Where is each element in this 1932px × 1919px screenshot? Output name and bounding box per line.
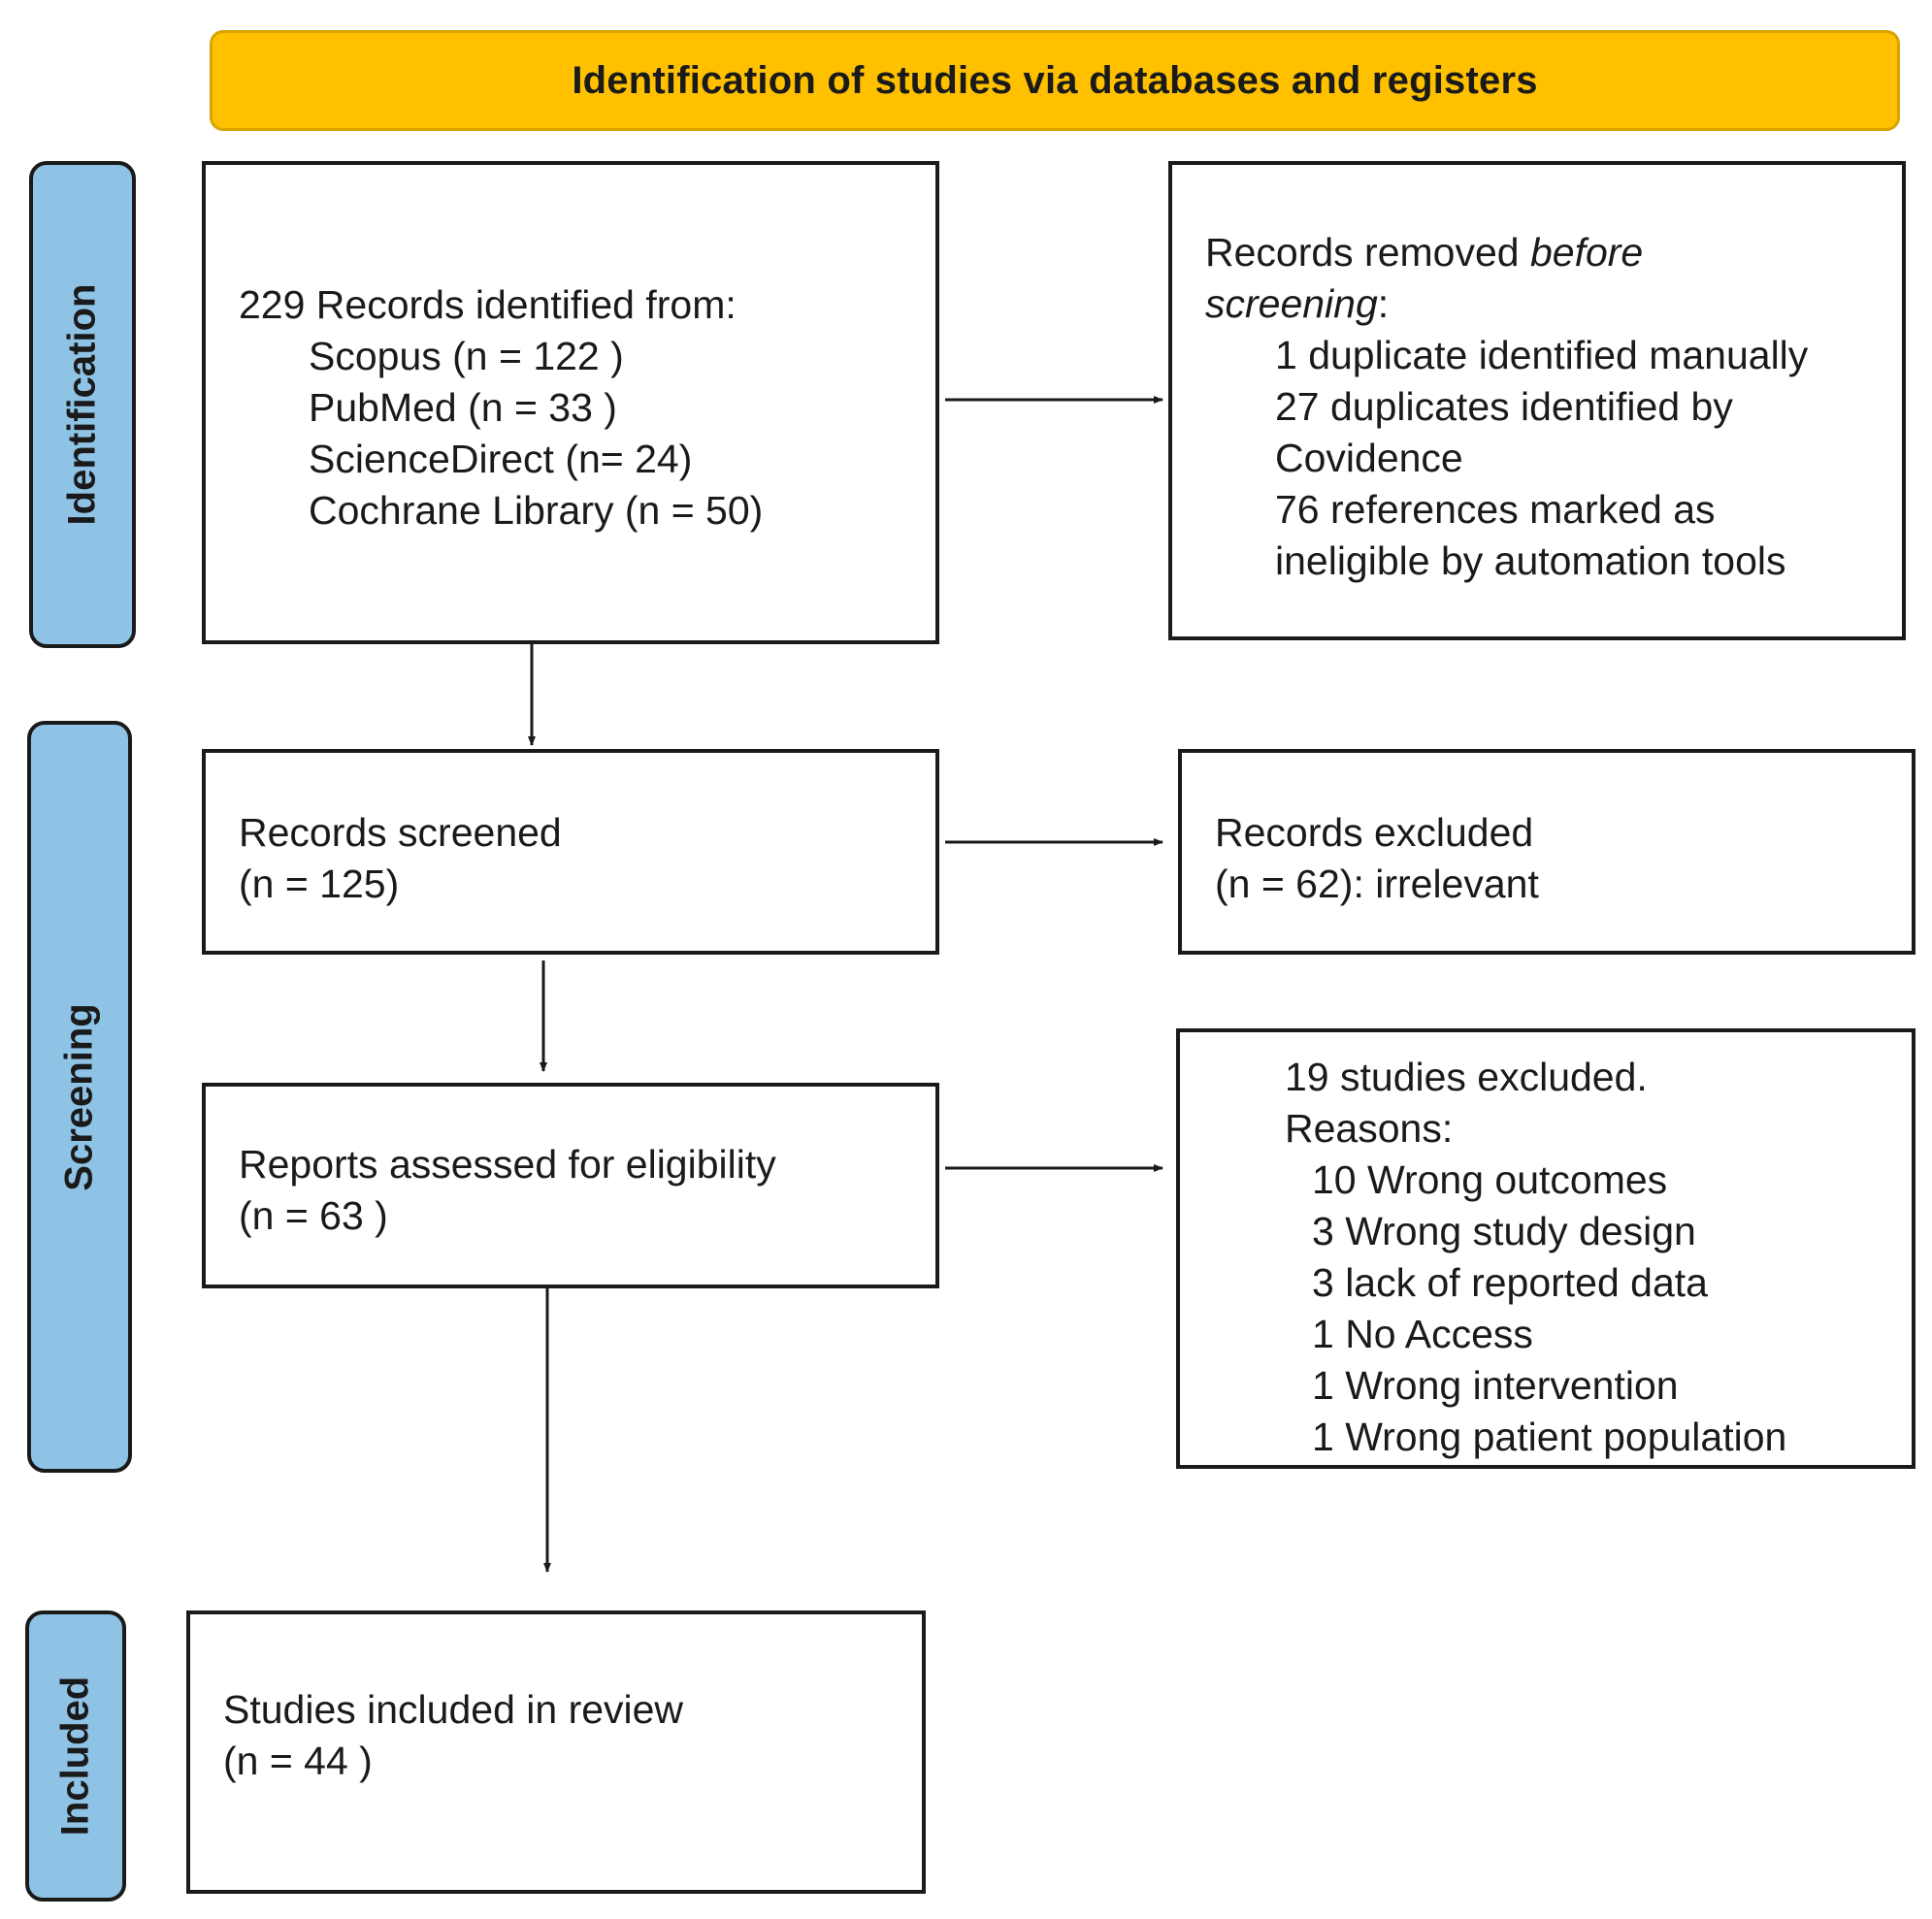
studies-excluded-reasons-heading: Reasons: — [1285, 1106, 1454, 1151]
exclusion-reason: 3 lack of reported data — [1312, 1260, 1708, 1305]
records-identified-box: 229 Records identified from: Scopus (n =… — [202, 161, 939, 644]
removed-line: Covidence — [1275, 436, 1463, 480]
stage-screening: Screening — [27, 721, 132, 1473]
stage-included: Included — [25, 1610, 126, 1902]
records-excluded-label: Records excluded — [1215, 810, 1534, 855]
records-removed-heading: Records removed before — [1205, 230, 1644, 275]
banner-title: Identification of studies via databases … — [572, 58, 1538, 102]
exclusion-reason: 1 No Access — [1312, 1312, 1533, 1356]
reports-assessed-label: Reports assessed for eligibility — [239, 1142, 776, 1187]
studies-excluded-label: 19 studies excluded. — [1285, 1055, 1648, 1099]
studies-included-count: (n = 44 ) — [223, 1739, 373, 1783]
records-excluded-box: Records excluded (n = 62): irrelevant — [1178, 749, 1916, 955]
removed-line: ineligible by automation tools — [1275, 538, 1786, 583]
records-removed-box: Records removed before screening: 1 dupl… — [1168, 161, 1906, 640]
reports-assessed-count: (n = 63 ) — [239, 1193, 388, 1238]
exclusion-reason: 1 Wrong intervention — [1312, 1363, 1679, 1408]
records-identified-heading: 229 Records identified from: — [239, 282, 737, 327]
identification-banner: Identification of studies via databases … — [210, 30, 1900, 131]
stage-identification: Identification — [29, 161, 136, 648]
records-screened-label: Records screened — [239, 810, 562, 855]
source-sciencedirect: ScienceDirect (n= 24) — [309, 437, 693, 481]
removed-line: 27 duplicates identified by — [1275, 384, 1733, 429]
studies-included-label: Studies included in review — [223, 1687, 684, 1732]
records-screened-box: Records screened (n = 125) — [202, 749, 939, 955]
removed-line: 76 references marked as — [1275, 487, 1716, 532]
exclusion-reason: 3 Wrong study design — [1312, 1209, 1696, 1253]
removed-line: 1 duplicate identified manually — [1275, 333, 1809, 377]
source-scopus: Scopus (n = 122 ) — [309, 334, 624, 378]
records-screened-count: (n = 125) — [239, 862, 400, 906]
exclusion-reason: 10 Wrong outcomes — [1312, 1157, 1668, 1202]
source-cochrane: Cochrane Library (n = 50) — [309, 488, 764, 533]
source-pubmed: PubMed (n = 33 ) — [309, 385, 617, 430]
records-excluded-count: (n = 62): irrelevant — [1215, 862, 1539, 906]
reports-assessed-box: Reports assessed for eligibility (n = 63… — [202, 1083, 939, 1288]
studies-included-box: Studies included in review (n = 44 ) — [186, 1610, 926, 1894]
studies-excluded-box: 19 studies excluded. Reasons: 10 Wrong o… — [1176, 1028, 1916, 1469]
records-removed-heading-cont: screening: — [1205, 281, 1390, 326]
exclusion-reason: 1 Wrong patient population — [1312, 1415, 1787, 1459]
